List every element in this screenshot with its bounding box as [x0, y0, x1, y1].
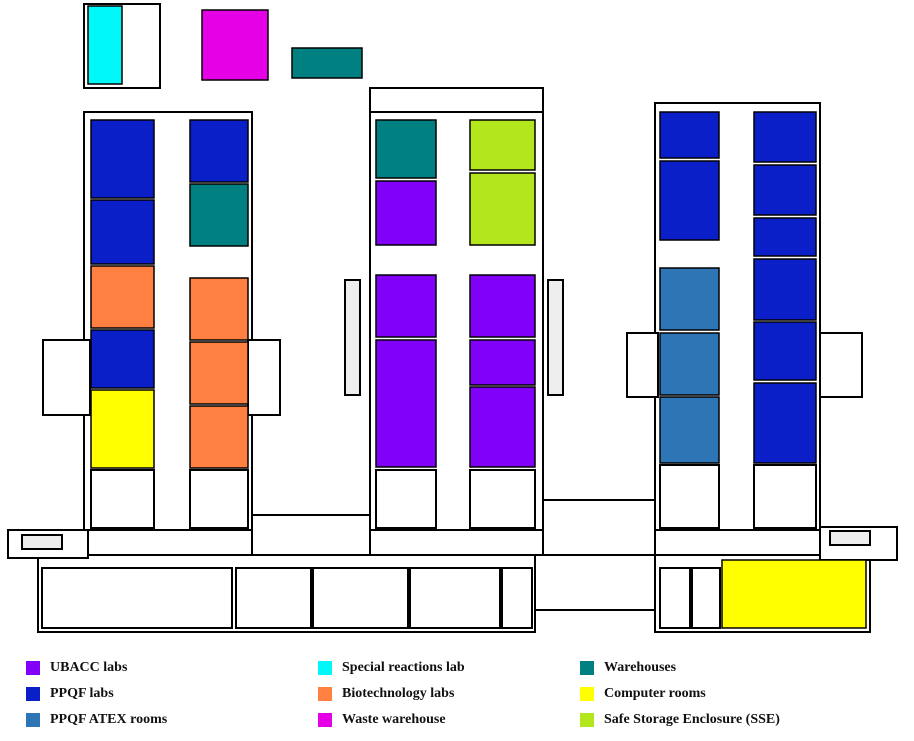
- wall-outline: [819, 332, 863, 398]
- room-ppqf: [753, 164, 817, 216]
- wall-outline: [42, 339, 91, 416]
- swatch: [26, 687, 40, 701]
- room-ppqf: [90, 199, 155, 265]
- room-ubacc: [375, 274, 437, 338]
- room-ppqf: [659, 160, 720, 241]
- room-computer: [721, 559, 867, 629]
- wall-outline: [542, 499, 656, 556]
- wall-outline: [534, 554, 656, 611]
- legend-label: Computer rooms: [604, 686, 706, 701]
- room-ppqf: [189, 119, 249, 183]
- partition: [691, 567, 721, 629]
- room-biotech: [189, 277, 249, 341]
- legend-item-warehouse: Warehouses: [580, 660, 676, 676]
- room-sse: [469, 119, 536, 171]
- room-atex: [659, 332, 720, 396]
- swatch: [318, 713, 332, 727]
- wall-outline: [251, 514, 371, 556]
- room-ppqf: [753, 217, 817, 257]
- stairs: [829, 530, 871, 546]
- partition: [41, 567, 233, 629]
- partition: [375, 469, 437, 529]
- room-ubacc: [469, 339, 536, 386]
- wall-outline: [37, 554, 536, 633]
- room-special: [87, 5, 123, 85]
- swatch: [26, 713, 40, 727]
- stairs: [21, 534, 63, 550]
- swatch: [318, 687, 332, 701]
- room-ubacc: [375, 339, 437, 468]
- legend-item-waste: Waste warehouse: [318, 712, 446, 728]
- swatch: [580, 713, 594, 727]
- room-biotech: [90, 265, 155, 329]
- room-ppqf: [753, 258, 817, 321]
- room-ppqf: [90, 329, 155, 389]
- room-ubacc: [469, 386, 536, 468]
- legend-item-computer: Computer rooms: [580, 686, 706, 702]
- legend-item-ppqf: PPQF labs: [26, 686, 114, 702]
- legend-label: PPQF labs: [50, 686, 114, 701]
- room-warehouse: [291, 47, 363, 79]
- room-warehouse: [375, 119, 437, 179]
- room-biotech: [189, 405, 249, 469]
- partition: [90, 469, 155, 529]
- floor-plan: [7, 3, 898, 633]
- partition: [753, 464, 817, 529]
- stairs: [547, 279, 564, 396]
- room-ubacc: [375, 180, 437, 246]
- legend-item-atex: PPQF ATEX rooms: [26, 712, 167, 728]
- room-ubacc: [469, 274, 536, 338]
- partition: [409, 567, 501, 629]
- legend-label: UBACC labs: [50, 660, 128, 675]
- partition: [312, 567, 409, 629]
- room-ppqf: [90, 119, 155, 199]
- legend-label: PPQF ATEX rooms: [50, 712, 168, 727]
- wall-outline: [369, 87, 544, 113]
- partition: [469, 469, 536, 529]
- legend-label: Waste warehouse: [342, 712, 446, 727]
- swatch: [580, 687, 594, 701]
- legend: UBACC labs PPQF labs PPQF ATEX rooms Spe…: [0, 650, 914, 741]
- legend-label: Biotechnology labs: [342, 686, 455, 701]
- legend-item-special: Special reactions lab: [318, 660, 465, 676]
- room-waste: [201, 9, 269, 81]
- stairs: [344, 279, 361, 396]
- room-ppqf: [753, 111, 817, 163]
- wall-outline: [626, 332, 659, 398]
- room-sse: [469, 172, 536, 246]
- partition: [659, 567, 691, 629]
- legend-item-biotech: Biotechnology labs: [318, 686, 454, 702]
- room-atex: [659, 396, 720, 464]
- room-atex: [659, 267, 720, 331]
- partition: [659, 464, 720, 529]
- room-ppqf: [659, 111, 720, 159]
- partition: [235, 567, 312, 629]
- partition: [501, 567, 533, 629]
- swatch: [318, 661, 332, 675]
- room-warehouse: [189, 183, 249, 247]
- room-computer: [90, 389, 155, 469]
- partition: [189, 469, 249, 529]
- swatch: [26, 661, 40, 675]
- wall-outline: [247, 339, 281, 416]
- legend-label: Special reactions lab: [342, 660, 465, 675]
- legend-item-sse: Safe Storage Enclosure (SSE): [580, 712, 780, 728]
- swatch: [580, 661, 594, 675]
- room-ppqf: [753, 321, 817, 381]
- room-ppqf: [753, 382, 817, 464]
- legend-label: Safe Storage Enclosure (SSE): [604, 712, 780, 727]
- room-biotech: [189, 341, 249, 405]
- legend-item-ubacc: UBACC labs: [26, 660, 127, 676]
- legend-label: Warehouses: [604, 660, 677, 675]
